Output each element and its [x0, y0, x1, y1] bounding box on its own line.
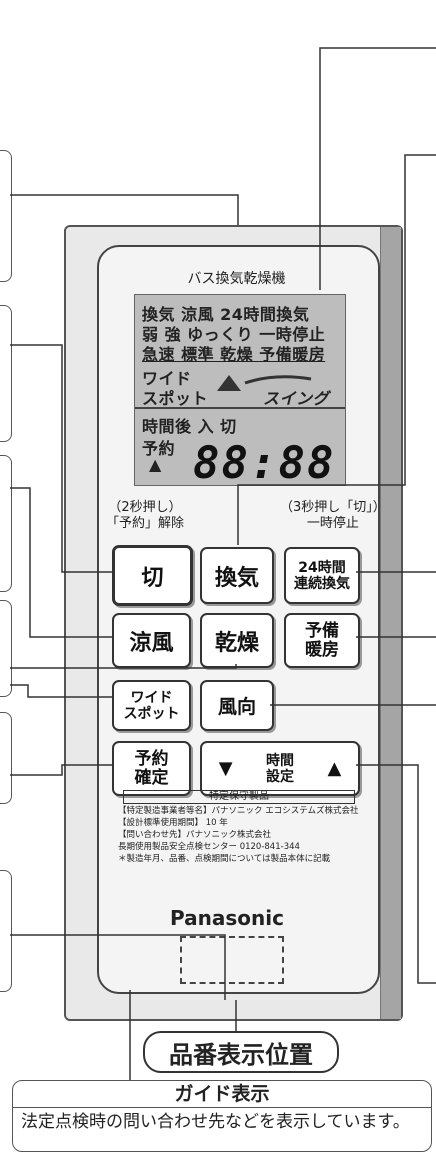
reserve-confirm-button[interactable]: 予約 確定	[112, 741, 191, 796]
model-title: バス換気乾燥機	[187, 271, 286, 287]
model-number-area	[180, 936, 284, 984]
leader-reserve	[10, 764, 112, 776]
time-setting-label: 時間 設定	[266, 752, 294, 785]
leader-wide	[10, 684, 112, 698]
lcd-time-digits: 88:88	[193, 438, 336, 489]
cool-air-button[interactable]: 涼風	[112, 613, 191, 668]
wide-spot-button[interactable]: ワイド スポット	[112, 680, 191, 731]
time-down-icon[interactable]: ▼	[218, 758, 233, 779]
swing-icon	[217, 375, 312, 391]
guide-title: ガイド表示	[13, 1081, 431, 1108]
callout-box-3	[0, 455, 12, 592]
leader-remote	[10, 194, 239, 225]
product-info: 特定保守製品 【特定製造事業者等名】パナソニック エコシステムズ株式会社 【設計…	[118, 790, 358, 865]
note-pause: （3秒押し「切」） 一時停止	[280, 500, 386, 531]
continuous-ventilation-button[interactable]: 24時間 連続換気	[284, 547, 360, 604]
lcd-divider	[135, 407, 345, 409]
lcd-label-swing: スイング	[263, 389, 330, 408]
preheat-button[interactable]: 予備 暖房	[284, 613, 360, 668]
info-contact: 【問い合わせ先】パナソニック株式会社	[118, 830, 272, 840]
ventilation-button[interactable]: 換気	[200, 547, 274, 604]
callout-box-2	[0, 305, 12, 442]
lcd-arrow-icon: ▲	[149, 455, 162, 474]
leader-cool	[10, 487, 112, 638]
info-period: 【設計標準使用期間】 10 年	[118, 818, 228, 828]
info-center: 長期使用製品安全点検センター 0120-841-344	[118, 842, 300, 852]
info-maker: 【特定製造事業者等名】パナソニック エコシステムズ株式会社	[118, 806, 359, 816]
callout-box-4	[0, 600, 12, 697]
info-banner: 特定保守製品	[123, 790, 355, 804]
callout-box-1	[0, 150, 12, 282]
lcd-row-timer: 時間後 入 切	[142, 417, 237, 436]
direction-button[interactable]: 風向	[200, 680, 274, 731]
time-setting-button[interactable]: ▼ 時間 設定 ▲	[200, 741, 360, 796]
leader-lcd	[319, 47, 436, 290]
position-label: 品番表示位置	[143, 1031, 339, 1073]
lcd-row-mode: 換気 涼風 24時間換気	[142, 305, 310, 324]
note-cancel-reserve: （2秒押し） 「予約」解除	[106, 500, 185, 531]
callout-box-6	[0, 870, 12, 992]
lcd-display: 換気 涼風 24時間換気 弱 強 ゆっくり 一時停止 急速 標準 乾燥 予備暖房…	[134, 294, 346, 489]
leader-dry	[10, 664, 237, 669]
lcd-row-strength: 弱 強 ゆっくり 一時停止	[142, 325, 326, 344]
leader-time	[356, 764, 436, 984]
lcd-label-spot: スポット	[142, 389, 209, 408]
lcd-row-dry: 急速 標準 乾燥 予備暖房	[142, 345, 326, 364]
guide-panel: ガイド表示 法定点検時の問い合わせ先などを表示しています。	[12, 1080, 432, 1152]
off-button[interactable]: 切	[112, 545, 193, 606]
leader-model-left	[10, 934, 226, 1000]
lcd-row-wide: ワイド	[142, 369, 192, 388]
info-note: ＊製造年月、品番、点検期間については製品本体に記載	[118, 854, 331, 864]
dry-button[interactable]: 乾燥	[200, 613, 274, 668]
callout-box-5	[0, 712, 12, 804]
remote-side-edge	[380, 227, 401, 1019]
guide-body: 法定点検時の問い合わせ先などを表示しています。	[21, 1112, 410, 1132]
brand-logo: Panasonic	[170, 906, 284, 930]
leader-ventilation	[237, 154, 436, 545]
time-up-icon[interactable]: ▲	[327, 758, 342, 779]
lcd-label-reserve: 予約	[142, 439, 176, 458]
leader-off	[10, 344, 112, 573]
